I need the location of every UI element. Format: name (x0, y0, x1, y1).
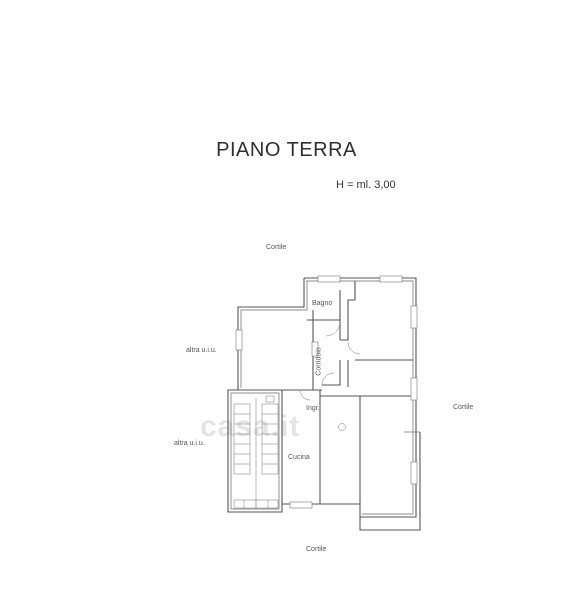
label-cortile-bottom: Cortile (306, 546, 327, 553)
label-altra-uiu-lower: altra u.i.u. (174, 440, 205, 447)
doors (299, 321, 361, 431)
page-title: PIANO TERRA (216, 139, 357, 161)
staircase (233, 395, 279, 509)
label-cortile-top: Cortile (266, 244, 287, 251)
watermark: casa.it (200, 410, 301, 443)
label-ingresso: Ingr. (306, 405, 320, 412)
label-bagno: Bagno (312, 300, 333, 307)
label-altra-uiu-upper: altra u.i.u. (186, 347, 217, 354)
windows (235, 275, 418, 509)
label-corridoio: Corridoio (315, 347, 323, 376)
interior-walls (282, 281, 413, 504)
label-cortile-right: Cortile (453, 404, 474, 411)
label-cucina: Cucina (288, 454, 310, 461)
ceiling-height-note: H = ml. 3,00 (336, 179, 396, 191)
outer-walls (227, 277, 421, 531)
